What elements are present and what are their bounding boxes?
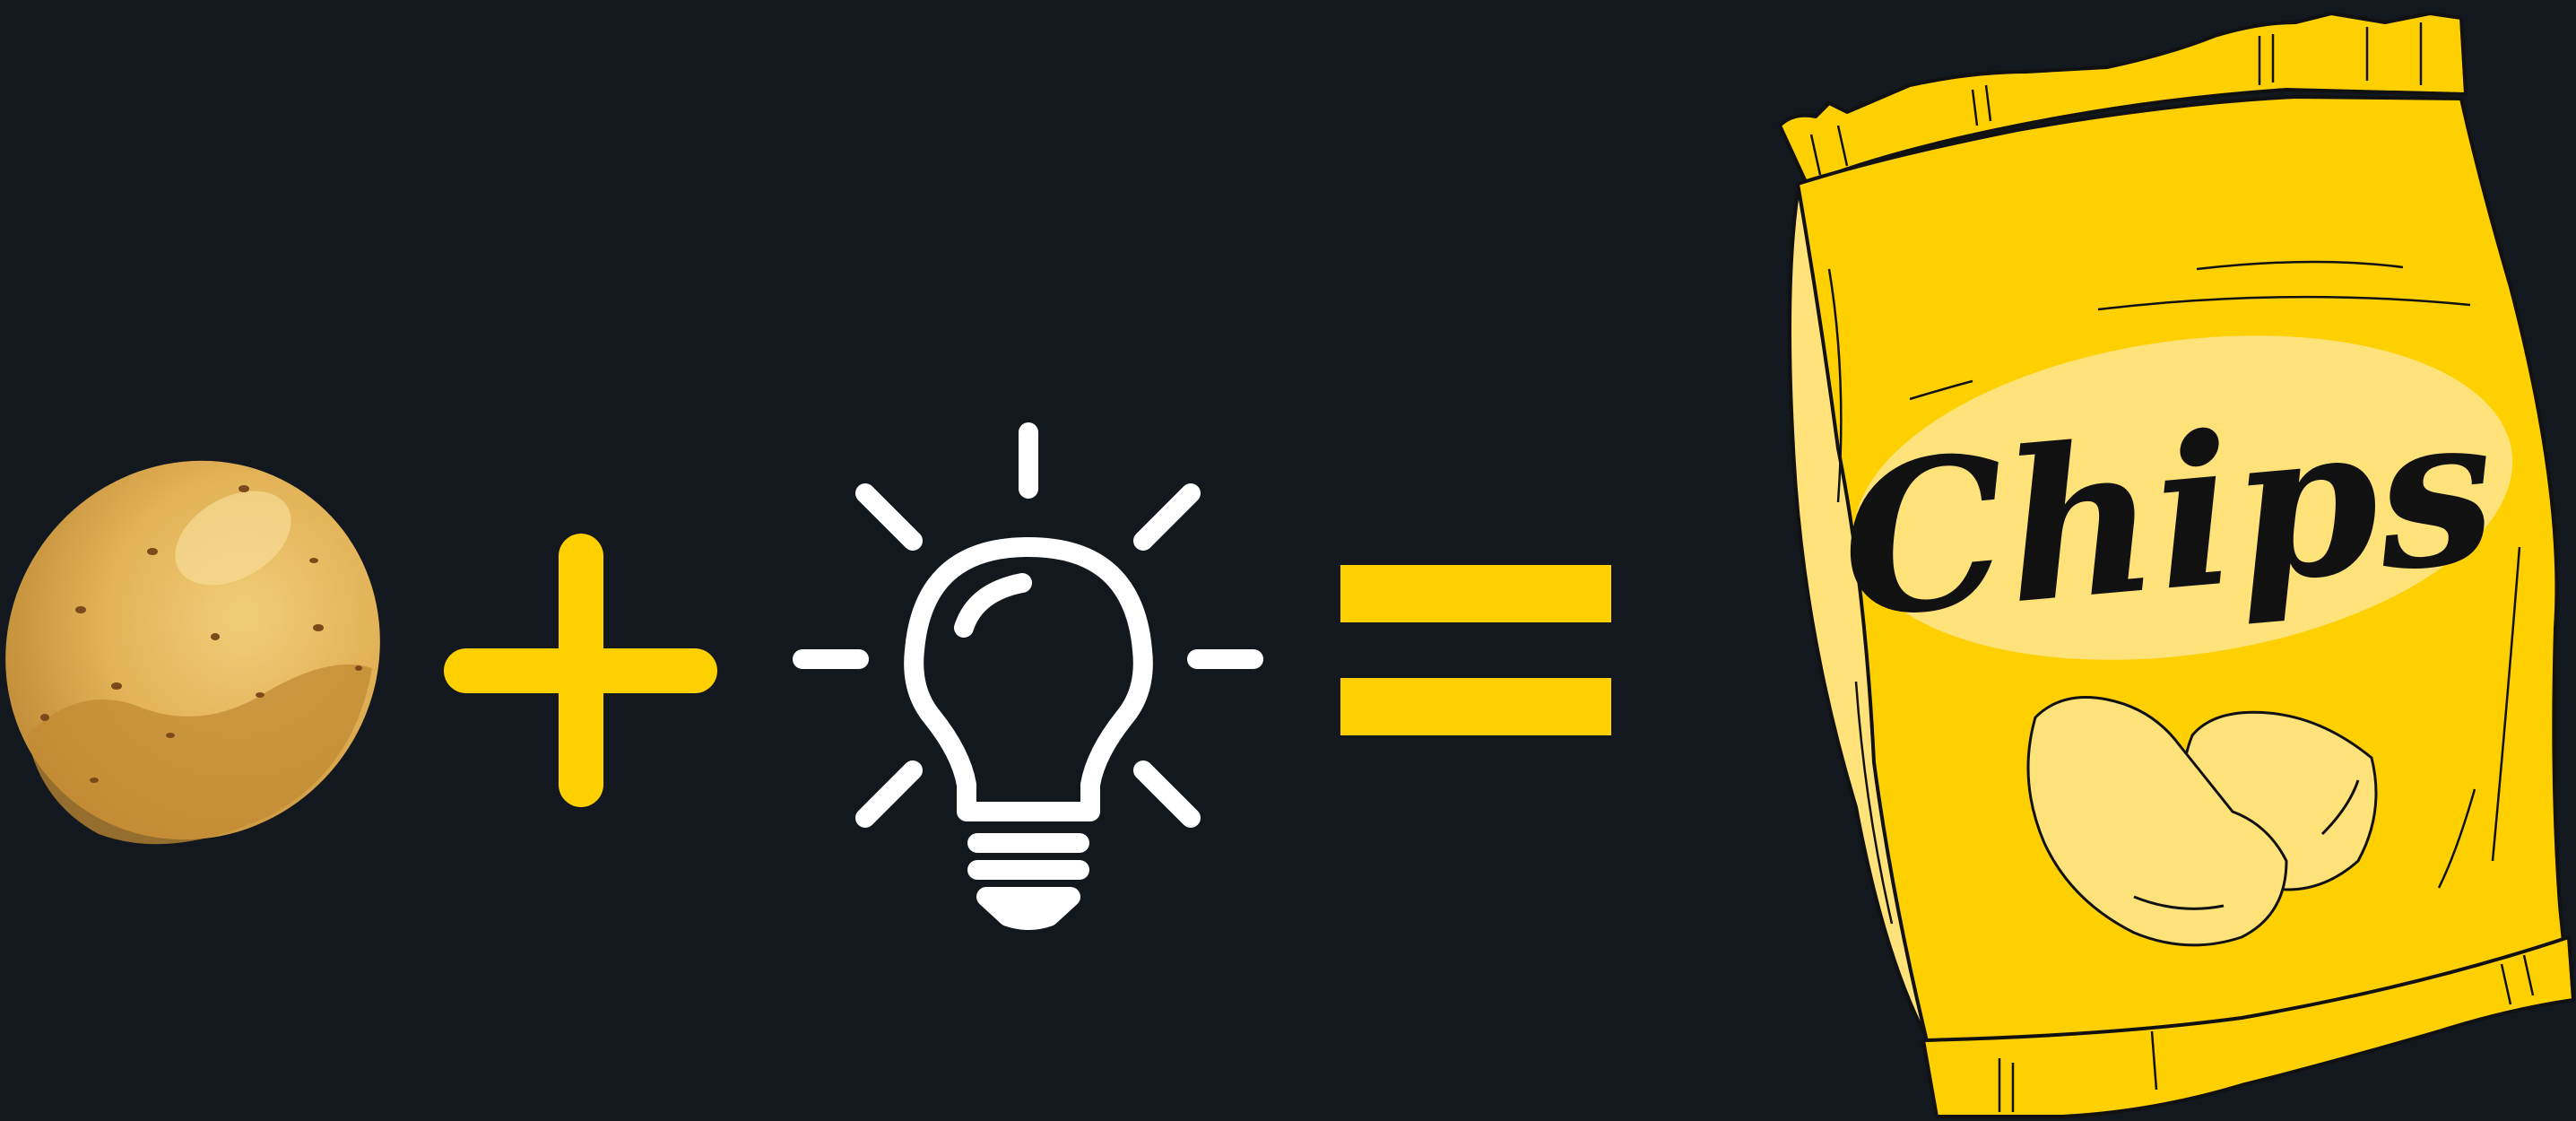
light-bulb-icon [802,432,1253,920]
chips-bag-icon: Chips [1780,13,2573,1117]
bulb-highlight [964,583,1022,628]
equals-sign [1340,565,1611,735]
plus-sign [466,556,695,785]
potato-icon [0,385,456,915]
bulb-rays [802,432,1253,818]
